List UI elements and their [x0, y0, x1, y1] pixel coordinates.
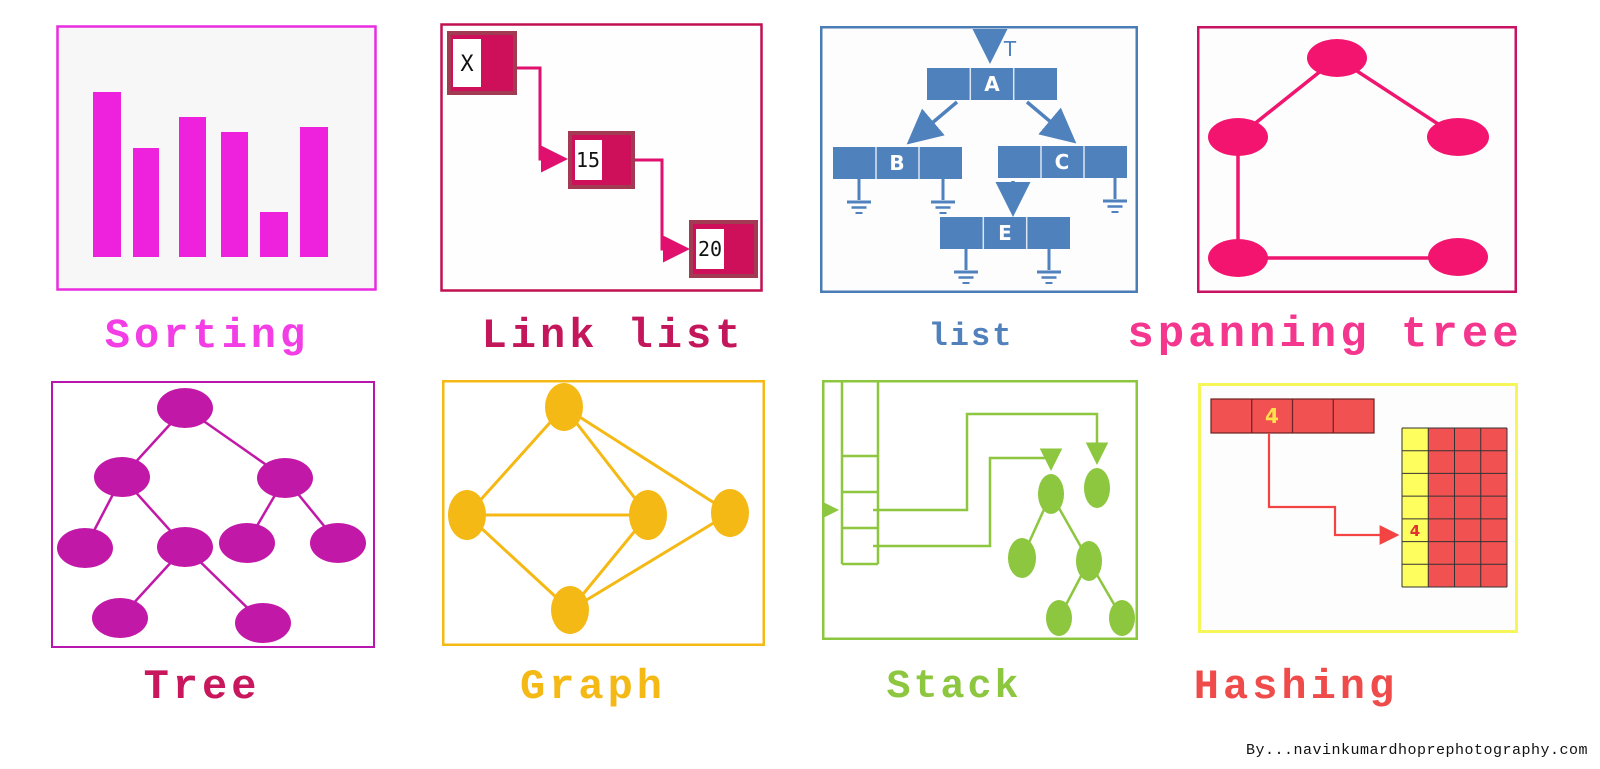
- tree-node: [1076, 541, 1102, 581]
- tree-node: [1046, 600, 1072, 636]
- list-node: 20: [689, 220, 758, 278]
- cell-node: C: [998, 146, 1127, 178]
- hash-arrow: [1267, 433, 1400, 545]
- tree-diagram: [51, 381, 375, 648]
- graph-node: [629, 490, 667, 540]
- pointer-arrow: [633, 158, 690, 263]
- tree-node: [1008, 538, 1036, 578]
- sorting-bar-chart: [56, 25, 377, 291]
- panel-list: T A B C E: [820, 26, 1138, 293]
- panel-label-link-list: Link list: [481, 312, 745, 360]
- hashing-diagram: 4 4: [1198, 383, 1518, 633]
- spanning-nodes: [1208, 39, 1489, 277]
- stack-diagram: [822, 380, 1138, 640]
- cell-node: A: [927, 68, 1057, 100]
- graph-frame: [442, 380, 765, 646]
- tree-node: [157, 527, 213, 567]
- bar-chart-bars: [93, 92, 328, 257]
- list-node: X: [447, 31, 517, 95]
- graph-node: [551, 586, 589, 634]
- bar: [260, 212, 288, 257]
- panel-label-list: list: [928, 318, 1014, 355]
- panel-graph: [442, 380, 765, 646]
- stack-frame: [822, 380, 1138, 640]
- tree-node: [57, 528, 113, 568]
- list-node: 15: [568, 131, 635, 189]
- panel-label-graph: Graph: [519, 663, 667, 711]
- list-diagram: T A B C E: [820, 26, 1138, 293]
- spanning-tree-diagram: [1197, 26, 1517, 293]
- graph-node: [1428, 238, 1488, 276]
- graph-diagram: [442, 380, 765, 646]
- node-value: A: [984, 72, 1000, 96]
- panel-label-tree: Tree: [143, 663, 261, 711]
- tree-node: [219, 523, 275, 563]
- hash-table: 4: [1401, 427, 1508, 588]
- tree-node: [1109, 600, 1135, 636]
- linked-list-diagram: X 15 20: [440, 23, 763, 292]
- panel-hashing: 4 4: [1198, 383, 1518, 633]
- panel-label-stack: Stack: [886, 665, 1022, 710]
- tree-node: [310, 523, 366, 563]
- graph-node: [545, 383, 583, 431]
- bar: [179, 117, 206, 257]
- graph-node: [711, 489, 749, 537]
- panel-label-hashing: Hashing: [1193, 663, 1399, 711]
- tree-nodes: [57, 388, 366, 643]
- bar: [133, 148, 159, 257]
- watermark-credit: By...navinkumardhoprephotography.com: [1245, 742, 1588, 759]
- panel-tree: [51, 381, 375, 648]
- node-value: B: [889, 151, 904, 175]
- stack-tree-nodes: [1008, 468, 1135, 636]
- node-value: X: [460, 52, 474, 77]
- panel-sorting: [56, 25, 377, 291]
- graph-node: [1208, 239, 1268, 277]
- child-arrow: [906, 100, 959, 145]
- tree-node: [1038, 474, 1064, 514]
- pointer-arrow: [515, 66, 568, 173]
- graph-node: [1208, 118, 1268, 156]
- node-value: 20: [698, 237, 722, 261]
- bar: [93, 92, 121, 257]
- panel-label-sorting: Sorting: [104, 312, 310, 360]
- reference-arrow: [873, 412, 1109, 512]
- graph-node: [1427, 118, 1489, 156]
- reference-arrow: [873, 448, 1063, 548]
- graph-node: [1307, 39, 1367, 77]
- node-value: C: [1055, 150, 1070, 174]
- tree-node: [257, 458, 313, 498]
- bar: [300, 127, 328, 257]
- child-arrow: [1025, 100, 1077, 144]
- cell-node: B: [833, 147, 962, 179]
- stack-cells: [840, 382, 880, 566]
- key-array: 4: [1210, 398, 1375, 434]
- head-pointer-label: T: [1003, 37, 1017, 61]
- panel-link-list: X 15 20: [440, 23, 763, 292]
- node-value: E: [998, 221, 1012, 245]
- panel-stack: [822, 380, 1138, 640]
- hash-bucket-value: 4: [1410, 522, 1420, 540]
- cell-node: E: [940, 217, 1070, 249]
- tree-node: [235, 603, 291, 643]
- graph-node: [448, 490, 486, 540]
- hash-key-value: 4: [1265, 404, 1279, 428]
- tree-node: [92, 598, 148, 638]
- graph-nodes: [448, 383, 749, 634]
- tree-node: [94, 457, 150, 497]
- bar: [221, 132, 248, 257]
- tree-node: [1084, 468, 1110, 508]
- panel-spanning-tree: [1197, 26, 1517, 293]
- panel-label-spanning-tree: spanning tree: [1127, 310, 1523, 360]
- node-value: 15: [576, 148, 600, 172]
- tree-node: [157, 388, 213, 428]
